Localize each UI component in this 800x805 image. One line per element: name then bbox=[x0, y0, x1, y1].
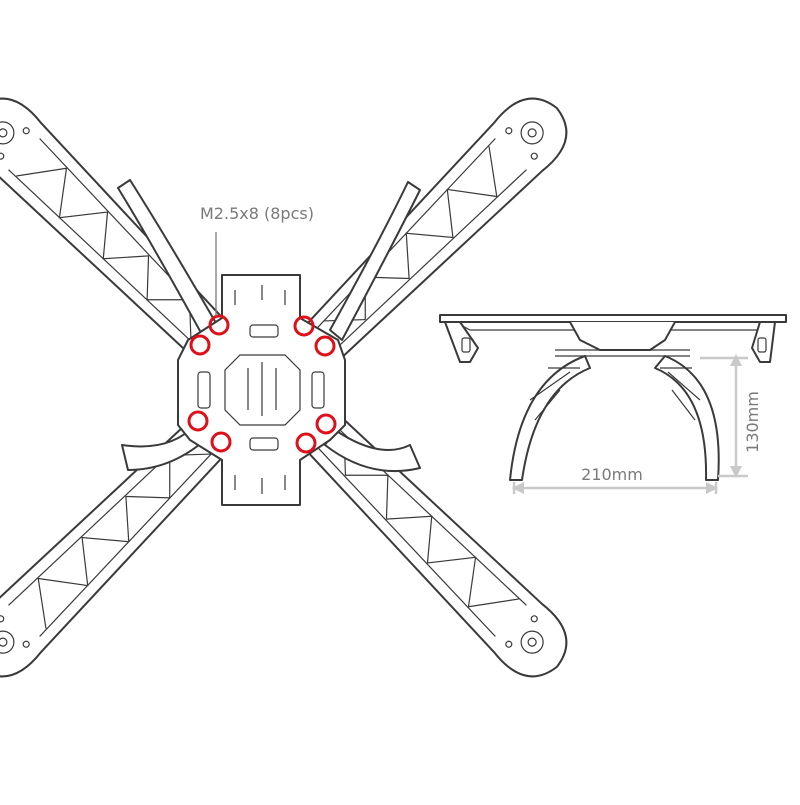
screw-marker bbox=[208, 314, 230, 336]
height-dimension-label: 130mm bbox=[743, 391, 762, 453]
height-dimension: 130mm bbox=[700, 354, 762, 478]
screw-marker bbox=[293, 315, 315, 337]
screw-marker bbox=[210, 431, 232, 453]
screw-markers bbox=[187, 314, 337, 454]
screw-marker bbox=[189, 334, 211, 356]
landing-leg-top-right bbox=[329, 181, 421, 341]
landing-leg-bottom-left bbox=[121, 424, 206, 471]
width-dimension: 210mm bbox=[512, 465, 718, 494]
frame-top-view: M2.5x8 (8pcs) bbox=[0, 82, 583, 693]
screw-marker bbox=[187, 410, 209, 432]
screw-marker bbox=[315, 413, 337, 435]
landing-leg-top-left bbox=[117, 179, 221, 341]
screw-callout-label: M2.5x8 (8pcs) bbox=[200, 204, 314, 223]
frame-side-view: 130mm 210mm bbox=[439, 314, 787, 494]
width-dimension-label: 210mm bbox=[581, 465, 643, 484]
screw-marker bbox=[295, 432, 317, 454]
screw-marker bbox=[314, 335, 336, 357]
landing-leg-bottom-right bbox=[324, 429, 421, 473]
